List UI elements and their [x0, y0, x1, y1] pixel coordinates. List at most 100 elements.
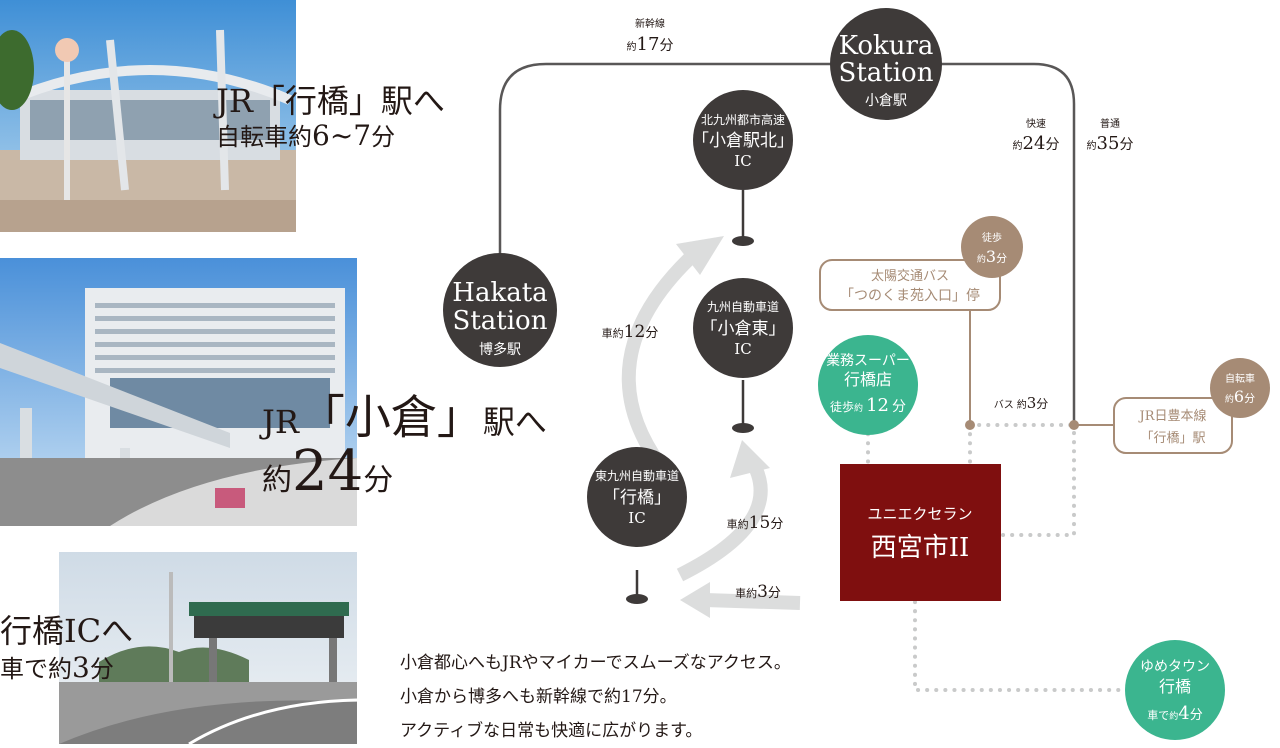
local-time: 約35分 [1087, 133, 1134, 154]
bus-walk-time: 約3分 [977, 247, 1007, 266]
gyoashi-ic-line2: 車で約3分 [0, 652, 133, 684]
bike-unit: 分 [1244, 392, 1255, 405]
dotted-jr [1001, 426, 1076, 537]
youme-car: 車で約4分 [1147, 703, 1202, 724]
bus-stop-box [819, 259, 1001, 311]
kokura-en1: Kokura [839, 31, 934, 61]
kokura-station-line2: 約24分 [262, 438, 547, 504]
jr-station-l2: 「行橋」駅 [1140, 431, 1205, 446]
car15-value: 15 [749, 513, 771, 533]
rapid-time: 約24分 [1013, 133, 1060, 154]
rapid-prefix: 約 [1013, 139, 1023, 152]
jr-station-l1: JR日豊本線 [1138, 408, 1207, 424]
access-description: 小倉都心へもJRやマイカーでスムーズなアクセス。 小倉から博多へも新幹線で約17… [400, 646, 791, 748]
car15-time: 車約15分 [727, 513, 784, 533]
car3-unit: 分 [768, 586, 781, 601]
gyoashi-ic-l1: 東九州自動車道 [595, 469, 679, 483]
gyoashi-ic-prefix: 車で約 [0, 655, 72, 684]
car-arrow-12 [621, 252, 695, 470]
youme-l1: ゆめタウン [1140, 659, 1210, 675]
bus-value: 3 [1027, 394, 1037, 412]
gyoashi-station-line1: JR「行橋」駅へ [216, 82, 445, 120]
gyoashi-ic-pin-base [626, 594, 648, 604]
local-prefix: 約 [1087, 139, 1097, 152]
gyoashi-station-prefix: 自転車約 [216, 123, 312, 152]
property-box [840, 464, 1001, 601]
bus-stop-l1: 太陽交通バス [871, 268, 949, 284]
car3-time: 車約3分 [735, 582, 781, 602]
car-arrow-3 [704, 593, 801, 610]
description-line-1: 小倉都心へもJRやマイカーでスムーズなアクセス。 [400, 653, 791, 673]
hakata-en1: Hakata [452, 278, 547, 308]
supermarket-walk-label: 徒歩 [830, 399, 854, 414]
kokura-higashi-l1: 九州自動車道 [707, 300, 779, 314]
kokura-station-line1: JR「小倉」駅へ [262, 392, 547, 443]
route-line [498, 62, 1076, 425]
car-arrow-12-head [676, 236, 724, 275]
bus-stop-dot [965, 420, 975, 430]
bus-walk-unit: 分 [996, 252, 1007, 265]
hakata-station-node [443, 253, 557, 367]
kokura-kita-l1: 北九州都市高速 [701, 112, 785, 127]
car-arrow-15-head [730, 440, 770, 478]
kokura-station-name: 「小倉」 [298, 390, 483, 444]
kokura-station-jr: JR [262, 403, 299, 441]
jr-station-box [1113, 397, 1233, 454]
local-value: 35 [1097, 133, 1120, 154]
kokura-station-headline: JR「小倉」駅へ 約24分 [262, 392, 547, 502]
local-unit: 分 [1119, 137, 1133, 153]
bike-badge [1210, 358, 1270, 418]
bike-time: 約6分 [1225, 387, 1255, 406]
kokura-kita-l2: 「小倉駅北」 [692, 131, 794, 151]
gyoashi-ic-unit: 分 [89, 655, 114, 684]
gyoashi-ic-node [587, 447, 687, 547]
kokura-higashi-pin-base [732, 423, 754, 433]
car-arrow-3-head [680, 582, 710, 618]
shinkansen-time: 約17分 [627, 34, 674, 55]
gyoashi-ic-l2: 「行橋」 [603, 488, 671, 508]
rapid-value: 24 [1023, 133, 1046, 154]
bus-prefix: 約 [1017, 398, 1027, 411]
car15-unit: 分 [770, 517, 783, 532]
rapid-unit: 分 [1045, 137, 1059, 153]
youme-car-value: 4 [1178, 703, 1189, 724]
car12-unit: 分 [645, 326, 658, 341]
property-l1: ユニエクセラン [867, 505, 972, 523]
gyoashi-station-unit: 分 [371, 123, 396, 152]
shinkansen-prefix: 約 [627, 40, 637, 53]
bike-label: 自転車 [1225, 372, 1255, 385]
kokura-station-prefix: 約 [262, 462, 292, 498]
supermarket-walk-value: 12 [866, 395, 889, 416]
youme-car-unit: 分 [1190, 708, 1203, 723]
youme-car-prefix: 約 [1169, 710, 1178, 722]
shinkansen-value: 17 [637, 34, 660, 55]
gyoashi-ic-l3: IC [628, 509, 645, 527]
gyoashi-station-value: 6~7 [312, 119, 372, 153]
kokura-higashi-l2: 「小倉東」 [701, 319, 786, 339]
youme-l2: 行橋 [1159, 677, 1191, 696]
gyoashi-station-headline: JR「行橋」駅へ 自転車約6~7分 [216, 82, 445, 153]
car12-time: 車約12分 [602, 322, 659, 342]
bus-walk-value: 3 [986, 247, 996, 266]
gyoashi-ic-headline: 行橋ICへ 車で約3分 [0, 612, 134, 684]
bike-value: 6 [1234, 387, 1244, 406]
description-line-3: アクティブな日常も快適に広がります。 [400, 721, 703, 741]
bus-walk-badge [961, 216, 1023, 278]
car12-label: 車約 [602, 326, 624, 340]
kokura-kita-l3: IC [734, 152, 751, 170]
kokura-station-post: 駅へ [482, 403, 547, 441]
bus-walk-label: 徒歩 [982, 231, 1002, 244]
hakata-ja: 博多駅 [479, 341, 521, 358]
jr-station-dot [1069, 420, 1079, 430]
gyoashi-ic-line1: 行橋ICへ [0, 612, 134, 650]
kokura-higashi-l3: IC [734, 340, 751, 358]
bike-prefix: 約 [1225, 393, 1234, 405]
kokura-kita-pin-base [732, 236, 754, 246]
shinkansen-unit: 分 [659, 38, 673, 54]
bus-walk-prefix: 約 [977, 253, 986, 265]
youme-node [1125, 640, 1225, 740]
bus-time: バス約3分 [994, 394, 1049, 412]
kokura-station-value: 24 [292, 438, 364, 504]
